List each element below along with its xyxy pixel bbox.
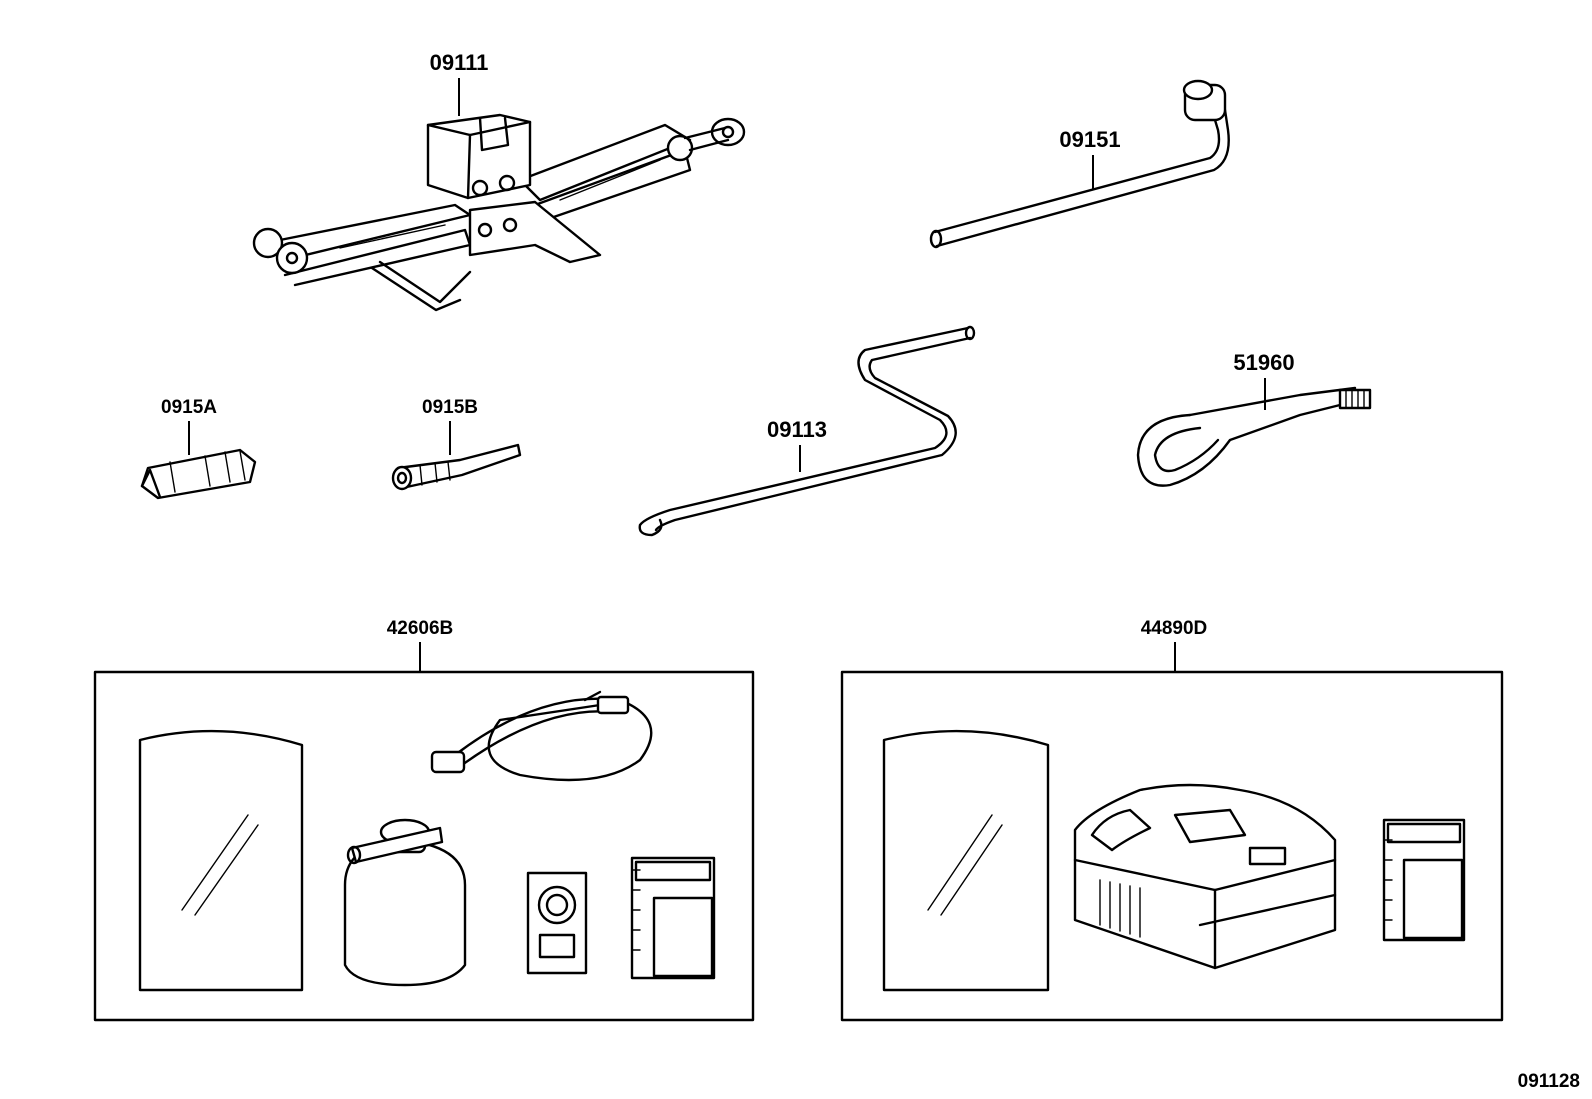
lug-wrench-part: 09151	[929, 79, 1230, 249]
callout-51960: 51960	[1233, 350, 1294, 375]
scissor-jack-part: 09111	[252, 50, 746, 312]
repair-kit-42606B: 42606B	[93, 618, 755, 1022]
adapter-b-part: 0915B	[391, 397, 522, 491]
jack-handle-part: 09113	[638, 325, 976, 537]
callout-42606B: 42606B	[387, 618, 454, 639]
kit-box-frame	[840, 670, 1504, 1022]
manual-booklet	[630, 856, 716, 980]
callout-44890D: 44890D	[1141, 618, 1208, 639]
callout-0915B: 0915B	[422, 397, 478, 418]
towing-eye-part: 51960	[1136, 350, 1372, 487]
repair-kit-44890D: 44890D	[840, 618, 1504, 1022]
kit-box-frame	[93, 670, 755, 1022]
manual-booklet	[1382, 818, 1466, 942]
callout-09111: 09111	[430, 50, 489, 75]
diagram-number: 091128	[1518, 1071, 1580, 1092]
callout-09151: 09151	[1059, 127, 1120, 152]
adapter-a-part: 0915A	[140, 397, 257, 500]
sticker-card	[526, 871, 588, 975]
callout-09113: 09113	[767, 417, 827, 442]
callout-0915A: 0915A	[161, 397, 217, 418]
